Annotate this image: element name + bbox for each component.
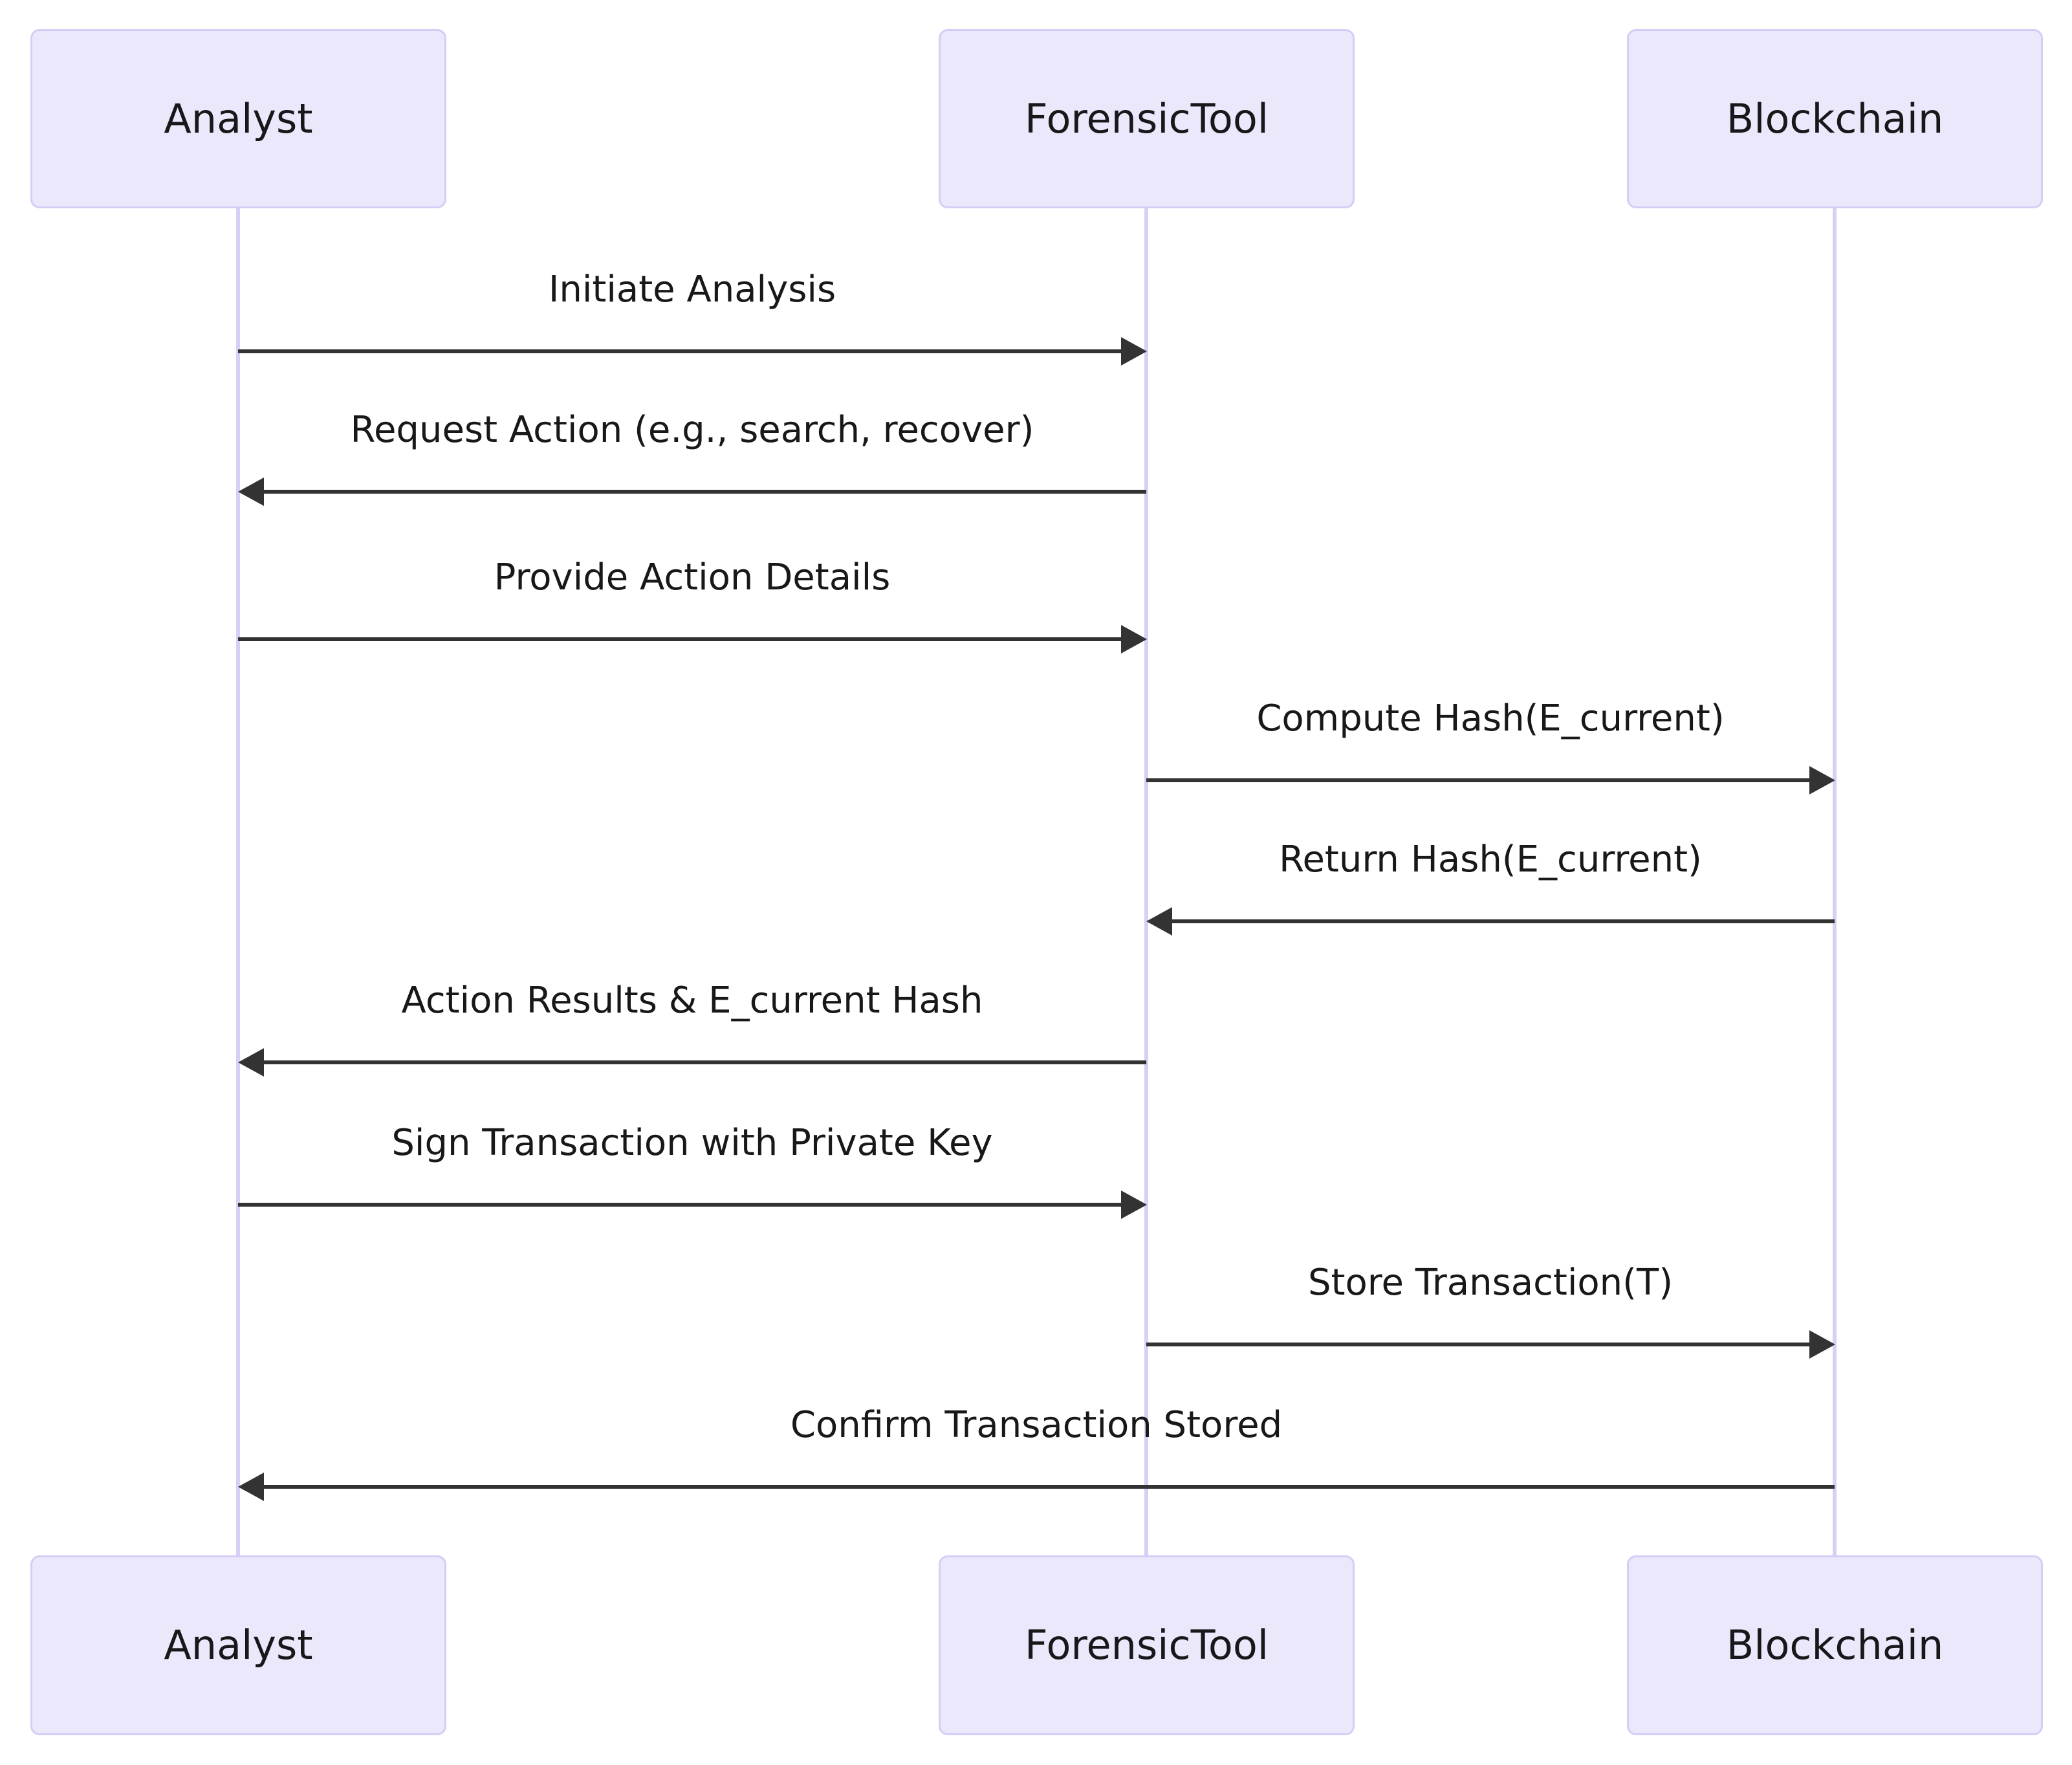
message-label-6: Action Results & E_current Hash xyxy=(401,980,983,1022)
actor-box-blockchain-bottom[interactable]: Blockchain xyxy=(1627,1555,2043,1735)
message-label-8: Store Transaction(T) xyxy=(1307,1262,1674,1304)
message-line-3 xyxy=(238,637,1121,641)
actor-label-analyst-top: Analyst xyxy=(164,94,313,142)
message-line-2 xyxy=(264,490,1146,494)
actor-label-blockchain-bottom: Blockchain xyxy=(1726,1621,1944,1669)
message-arrowhead-9 xyxy=(238,1473,264,1501)
actor-box-forensictool-bottom[interactable]: ForensicTool xyxy=(939,1555,1355,1735)
actor-label-forensictool-top: ForensicTool xyxy=(1025,94,1269,142)
message-arrowhead-5 xyxy=(1146,907,1172,936)
message-line-7 xyxy=(238,1203,1121,1207)
lifeline-analyst xyxy=(236,208,240,1555)
message-label-4: Compute Hash(E_current) xyxy=(1256,697,1725,740)
message-label-7: Sign Transaction with Private Key xyxy=(391,1122,993,1164)
message-line-5 xyxy=(1172,919,1835,923)
actor-box-analyst-top[interactable]: Analyst xyxy=(30,29,446,208)
message-arrowhead-8 xyxy=(1809,1330,1835,1359)
message-line-8 xyxy=(1146,1343,1809,1346)
message-arrowhead-4 xyxy=(1809,766,1835,795)
actor-label-blockchain-top: Blockchain xyxy=(1726,94,1944,142)
actor-box-analyst-bottom[interactable]: Analyst xyxy=(30,1555,446,1735)
actor-box-blockchain-top[interactable]: Blockchain xyxy=(1627,29,2043,208)
message-line-9 xyxy=(264,1485,1835,1489)
lifeline-blockchain xyxy=(1833,208,1837,1555)
actor-box-forensictool-top[interactable]: ForensicTool xyxy=(939,29,1355,208)
message-arrowhead-1 xyxy=(1121,337,1147,366)
message-arrowhead-2 xyxy=(238,477,264,506)
lifeline-forensictool xyxy=(1144,208,1148,1555)
message-arrowhead-7 xyxy=(1121,1190,1147,1219)
message-label-2: Request Action (e.g., search, recover) xyxy=(350,409,1034,451)
message-label-3: Provide Action Details xyxy=(494,556,891,598)
message-line-6 xyxy=(264,1060,1146,1064)
message-label-9: Confirm Transaction Stored xyxy=(790,1404,1283,1446)
actor-label-analyst-bottom: Analyst xyxy=(164,1621,313,1669)
message-line-4 xyxy=(1146,778,1809,782)
message-arrowhead-6 xyxy=(238,1048,264,1077)
message-arrowhead-3 xyxy=(1121,625,1147,653)
message-line-1 xyxy=(238,349,1121,353)
message-label-5: Return Hash(E_current) xyxy=(1279,839,1702,881)
actor-label-forensictool-bottom: ForensicTool xyxy=(1025,1621,1269,1669)
message-label-1: Initiate Analysis xyxy=(548,269,836,311)
